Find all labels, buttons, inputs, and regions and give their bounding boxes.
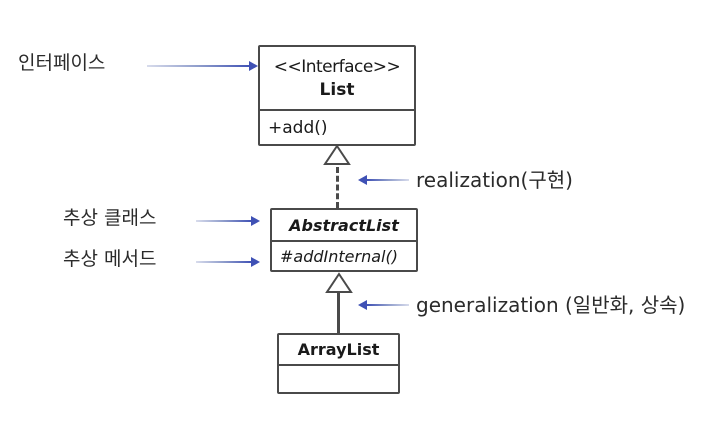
generalization-solid-line: [337, 292, 340, 333]
annotation-label-realization: realization(구현): [416, 168, 573, 192]
generalization-arrowhead-triangle: [325, 272, 353, 293]
annotation-arrow-line-realization: [367, 179, 409, 181]
annotation-arrow-line-interface: [147, 65, 251, 67]
annotation-label-abstract-method: 추상 메서드: [63, 248, 157, 270]
class-stereotype-list: <<Interface>>: [273, 56, 401, 77]
class-box-arraylist[interactable]: ArrayList: [277, 333, 400, 394]
class-header-list: <<Interface>> List: [260, 47, 414, 109]
annotation-label-generalization: generalization (일반화, 상속): [416, 293, 686, 317]
annotation-arrow-line-abstract-class: [196, 220, 252, 222]
class-box-list[interactable]: <<Interface>> List +add(): [258, 45, 416, 146]
annotation-label-abstract-class: 추상 클래스: [63, 207, 157, 229]
class-box-abstractlist[interactable]: AbstractList #addInternal(): [270, 208, 418, 272]
annotation-arrow-head-abstract-class: [251, 216, 260, 226]
realization-arrowhead-triangle: [323, 144, 351, 165]
annotation-arrow-line-abstract-method: [196, 261, 252, 263]
annotation-label-interface: 인터페이스: [18, 52, 106, 74]
class-operations-arraylist-empty: [279, 364, 398, 392]
annotation-arrow-head-interface: [249, 61, 258, 71]
class-name-abstractlist: AbstractList: [289, 215, 399, 235]
annotation-arrow-line-generalization: [367, 304, 409, 306]
annotation-arrow-head-abstract-method: [251, 257, 260, 267]
class-operation-abstractlist-addinternal: #addInternal(): [272, 240, 416, 270]
realization-dashed-line: [336, 167, 339, 208]
class-name-list: List: [319, 79, 355, 100]
annotation-arrow-head-realization: [358, 175, 367, 185]
class-name-arraylist: ArrayList: [297, 340, 380, 359]
class-operation-list-add: +add(): [260, 109, 414, 144]
annotation-arrow-head-generalization: [358, 300, 367, 310]
